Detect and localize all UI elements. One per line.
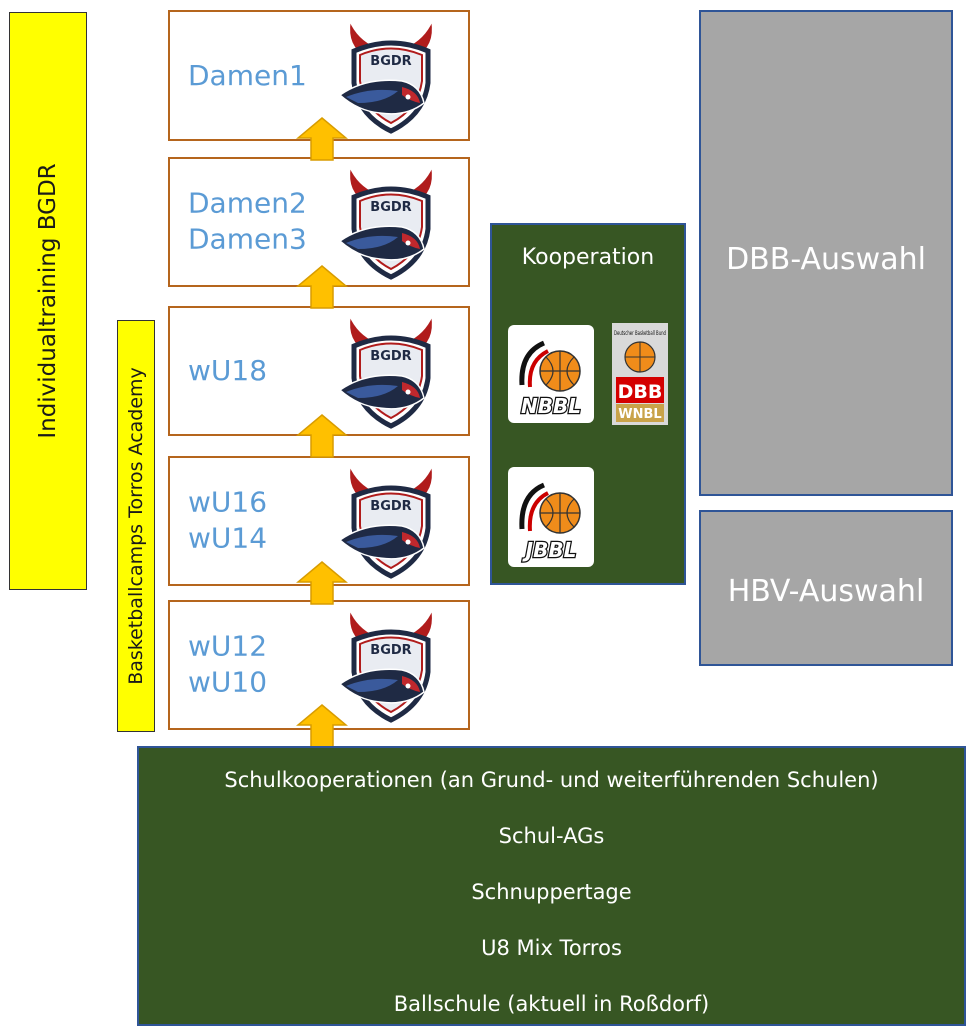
team-label: Damen2 Damen3 <box>188 186 307 256</box>
bgdr-bull-logo: BGDR <box>338 463 434 579</box>
jbbl-text: JBBL <box>522 538 577 562</box>
up-arrow-icon <box>296 265 348 309</box>
team-box-damen1: Damen1 BGDR <box>168 10 470 141</box>
up-arrow-icon <box>296 414 348 458</box>
team-label: wU12 wU10 <box>188 629 268 699</box>
list-item: Ballschule (aktuell in Roßdorf) <box>393 992 710 1016</box>
list-item: Schulkooperationen (an Grund- und weiter… <box>224 768 879 792</box>
up-arrow-icon <box>296 704 348 748</box>
jbbl-logo: JBBL <box>508 467 594 567</box>
team-label: Damen1 <box>188 58 307 92</box>
logo-text: BGDR <box>370 200 411 215</box>
logo-text: BGDR <box>370 349 411 364</box>
list-item: Schnuppertage <box>471 880 632 904</box>
dbb-wnbl-logo: Deutscher Basketball Bund DBB WNBL <box>612 323 668 425</box>
basketballcamps-label: Basketballcamps Torros Academy <box>125 367 147 685</box>
list-item: Schul-AGs <box>498 824 605 848</box>
team-label: wU18 <box>188 353 268 387</box>
bgdr-bull-logo: BGDR <box>338 164 434 280</box>
jbbl-logo-graphic: JBBL <box>519 482 581 563</box>
dbb-auswahl-panel: DBB-Auswahl <box>699 10 953 496</box>
logo-text: BGDR <box>370 643 411 658</box>
team-box-wu18: wU18 BGDR <box>168 306 470 436</box>
dbb-top-text: Deutscher Basketball Bund <box>614 330 666 337</box>
nbbl-logo: NBBL <box>508 325 594 423</box>
dbb-auswahl-label: DBB-Auswahl <box>726 242 926 277</box>
bgdr-bull-logo: BGDR <box>338 313 434 429</box>
up-arrow-icon <box>296 561 348 605</box>
bgdr-bull-logo: BGDR <box>338 17 434 134</box>
team-label: wU16 wU14 <box>188 485 268 555</box>
basketballcamps-bar: Basketballcamps Torros Academy <box>117 320 155 732</box>
wnbl-text: WNBL <box>618 407 661 422</box>
bgdr-bull-logo: BGDR <box>338 607 434 723</box>
school-programs-panel: Schulkooperationen (an Grund- und weiter… <box>137 746 966 1026</box>
hbv-auswahl-panel: HBV-Auswahl <box>699 510 953 666</box>
up-arrow-icon <box>296 117 348 161</box>
team-box-wu12-wu10: wU12 wU10 BGDR <box>168 600 470 730</box>
list-item: U8 Mix Torros <box>481 936 622 960</box>
hbv-auswahl-label: HBV-Auswahl <box>727 574 925 609</box>
dbb-text: DBB <box>618 381 663 403</box>
dbb-wnbl-logo-graphic: Deutscher Basketball Bund DBB WNBL <box>614 330 666 422</box>
logo-text: BGDR <box>370 54 411 69</box>
nbbl-logo-graphic: NBBL <box>519 340 582 419</box>
logo-text: BGDR <box>370 499 411 514</box>
kooperation-title: Kooperation <box>521 245 655 270</box>
nbbl-text: NBBL <box>521 394 581 418</box>
kooperation-panel: Kooperation NBBL Deutscher Basketball Bu… <box>490 223 686 585</box>
individualtraining-label: Individualtraining BGDR <box>35 163 61 439</box>
individualtraining-bar: Individualtraining BGDR <box>9 12 87 590</box>
